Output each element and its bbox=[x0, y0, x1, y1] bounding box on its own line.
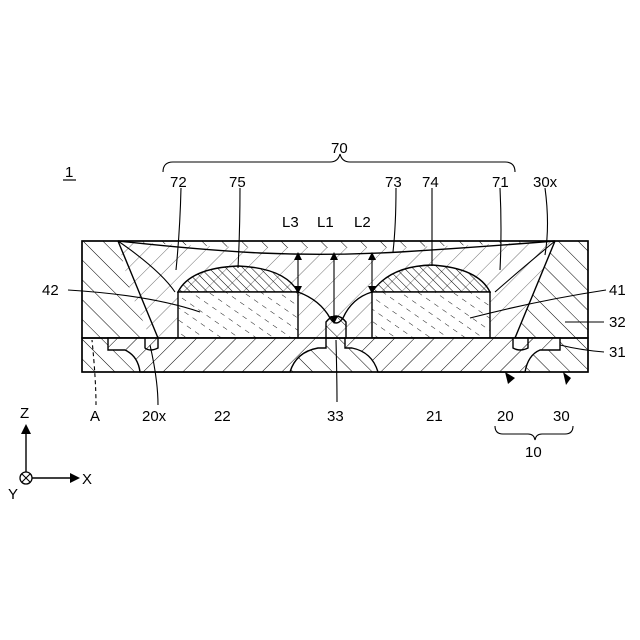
axis-label-y: Y bbox=[8, 486, 18, 503]
label-L1: L1 bbox=[317, 214, 334, 231]
label-22: 22 bbox=[214, 408, 231, 425]
label-20: 20 bbox=[497, 408, 514, 425]
label-21: 21 bbox=[426, 408, 443, 425]
marker-20 bbox=[505, 372, 515, 384]
label-L3: L3 bbox=[282, 214, 299, 231]
label-41: 41 bbox=[609, 282, 626, 299]
label-10: 10 bbox=[525, 444, 542, 461]
label-30x: 30x bbox=[533, 174, 558, 191]
chip-42-fill bbox=[178, 292, 298, 338]
axis-label-x: X bbox=[82, 471, 92, 488]
label-73: 73 bbox=[385, 174, 402, 191]
label-74: 74 bbox=[422, 174, 439, 191]
label-70: 70 bbox=[331, 140, 348, 157]
figure-ref-number: 1 bbox=[65, 164, 73, 181]
chip-41-fill bbox=[372, 292, 490, 338]
label-71: 71 bbox=[492, 174, 509, 191]
axis-label-z: Z bbox=[20, 405, 29, 422]
label-33: 33 bbox=[327, 408, 344, 425]
label-75: 75 bbox=[229, 174, 246, 191]
marker-30 bbox=[563, 372, 571, 385]
label-A: A bbox=[90, 408, 100, 425]
label-31: 31 bbox=[609, 344, 626, 361]
coordinate-axes bbox=[20, 424, 80, 484]
label-42: 42 bbox=[42, 282, 59, 299]
label-72: 72 bbox=[170, 174, 187, 191]
label-20x: 20x bbox=[142, 408, 167, 425]
label-L2: L2 bbox=[354, 214, 371, 231]
brace-10 bbox=[495, 426, 573, 440]
label-32: 32 bbox=[609, 314, 626, 331]
label-30: 30 bbox=[553, 408, 570, 425]
